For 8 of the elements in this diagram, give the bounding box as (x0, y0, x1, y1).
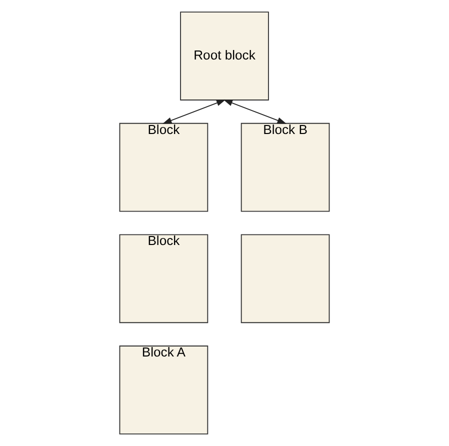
node-box: Block (119, 234, 208, 324)
arrow (223, 100, 287, 124)
node-box: Block B (240, 122, 330, 212)
node-box: Block (119, 122, 208, 212)
node-box: Root block (180, 12, 269, 100)
arrow (162, 100, 226, 124)
node-box: Block A (119, 346, 208, 434)
node-box (240, 234, 330, 324)
